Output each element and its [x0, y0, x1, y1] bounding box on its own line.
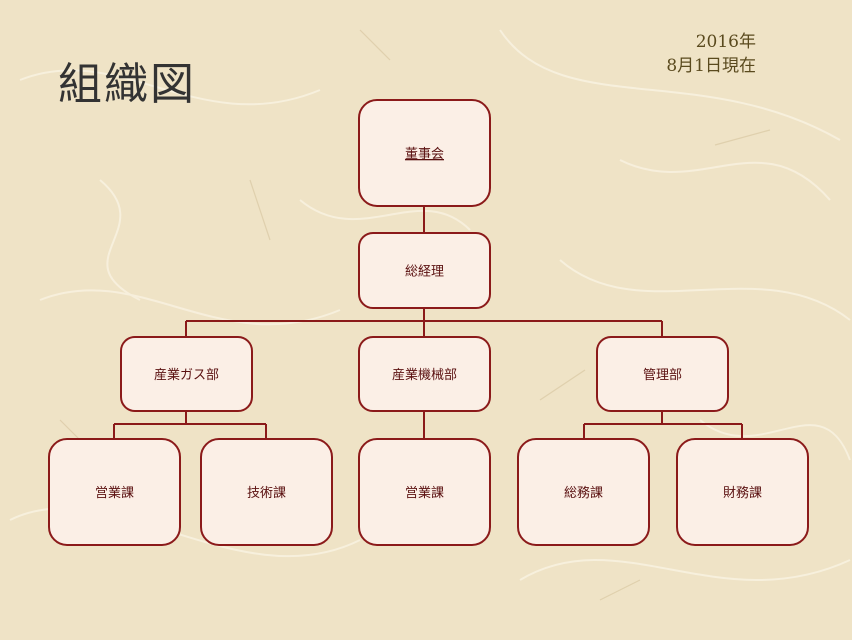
org-node-label: 営業課	[95, 485, 134, 501]
org-node-gas-sales: 営業課	[48, 438, 181, 546]
org-node-box	[358, 336, 491, 412]
org-node-box	[517, 438, 650, 546]
org-node-label: 総経理	[405, 265, 444, 280]
org-node-box	[676, 438, 809, 546]
org-node-admin-finance: 財務課	[676, 438, 809, 546]
org-node-box	[48, 438, 181, 546]
org-node-label: 管理部	[643, 368, 682, 383]
org-node-label: 総務課	[564, 485, 603, 501]
org-node-admin-general: 総務課	[517, 438, 650, 546]
org-node-gm: 総経理	[358, 232, 491, 309]
org-node-label: 産業ガス部	[154, 367, 219, 383]
org-node-label: 営業課	[405, 485, 444, 501]
org-node-label: 財務課	[723, 485, 762, 501]
org-node-box	[358, 438, 491, 546]
org-node-label: 董事会	[405, 147, 444, 162]
org-node-label: 技術課	[247, 485, 286, 501]
org-node-board: 董事会	[358, 99, 491, 207]
org-node-mach: 産業機械部	[358, 336, 491, 412]
org-node-box	[596, 336, 729, 412]
org-node-gas: 産業ガス部	[120, 336, 253, 412]
org-node-box	[358, 232, 491, 309]
date-year: 2016年	[695, 32, 756, 52]
org-node-admin: 管理部	[596, 336, 729, 412]
org-node-gas-tech: 技術課	[200, 438, 333, 546]
org-node-label: 産業機械部	[392, 367, 457, 383]
page-title: 組織図	[58, 59, 196, 110]
date-day: 8月1日現在	[666, 56, 756, 76]
org-node-box	[200, 438, 333, 546]
org-node-box	[120, 336, 253, 412]
connector-lines	[113, 206, 743, 439]
org-node-mach-sales: 営業課	[358, 438, 491, 546]
org-node-box	[358, 99, 491, 207]
date-label: 2016年 8月1日現在	[666, 30, 756, 78]
